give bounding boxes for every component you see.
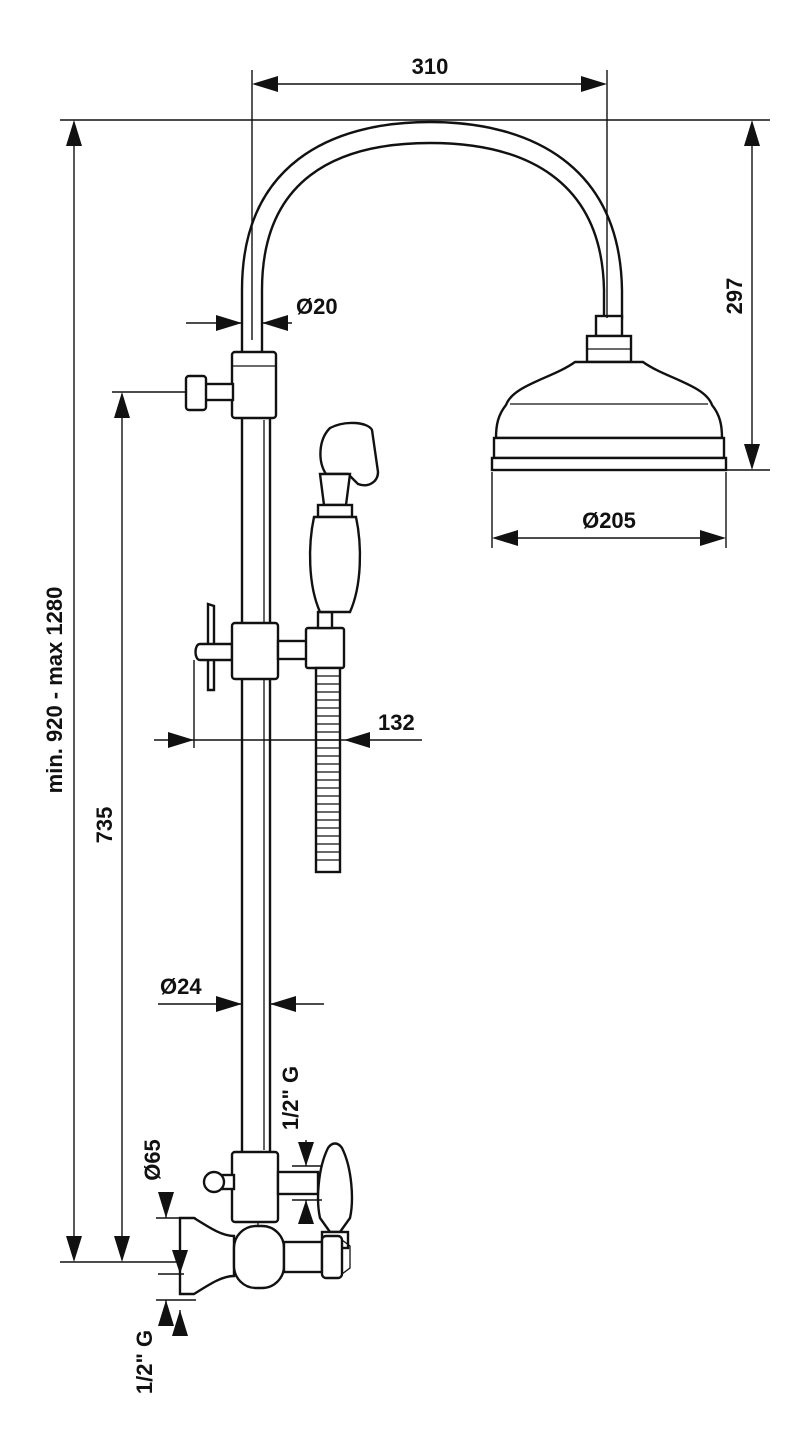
wall-connection	[178, 1216, 351, 1296]
hand-shower-offset-label: 132	[378, 710, 415, 735]
dimension-head-diameter: Ø205	[491, 472, 727, 548]
riser-diameter-label: Ø24	[160, 974, 202, 999]
shower-hose	[314, 666, 342, 874]
dimension-annotations: 310 Ø20 297 Ø205	[42, 54, 770, 1394]
dimension-head-height: 297	[60, 119, 770, 471]
slide-height-label: 735	[92, 807, 117, 844]
side-connection-label: 1/2" G	[278, 1066, 303, 1130]
dimension-flange-diameter: Ø65	[140, 1139, 196, 1326]
shower-arm	[240, 120, 624, 357]
diverter-valve	[202, 1150, 320, 1224]
shower-head	[490, 314, 728, 472]
head-diameter-label: Ø205	[582, 508, 636, 533]
dimension-total-height: min. 920 - max 1280	[42, 120, 180, 1263]
arm-span-label: 310	[412, 54, 449, 79]
shower-column-parts	[178, 120, 728, 1296]
flange-diameter-label: Ø65	[140, 1139, 165, 1181]
hand-shower	[308, 421, 380, 614]
porcelain-handle	[316, 1142, 354, 1250]
dimension-side-connection: 1/2" G	[278, 1066, 322, 1224]
dimension-arm-pipe-diameter: Ø20	[186, 294, 338, 331]
hand-shower-slider	[194, 602, 346, 692]
top-wall-bracket	[184, 350, 278, 420]
riser-pipe	[240, 413, 272, 1157]
dimension-riser-diameter: Ø24	[158, 974, 324, 1012]
dimension-slide-height: 735	[92, 391, 186, 1262]
total-height-label: min. 920 - max 1280	[42, 587, 67, 794]
dimension-wall-connection: 1/2" G	[132, 1246, 188, 1394]
head-height-label: 297	[722, 278, 747, 315]
dimension-arm-span: 310	[251, 54, 608, 340]
dimension-hand-shower-offset: 132	[154, 660, 422, 748]
arm-pipe-diameter-label: Ø20	[296, 294, 338, 319]
wall-connection-label: 1/2" G	[132, 1330, 157, 1394]
